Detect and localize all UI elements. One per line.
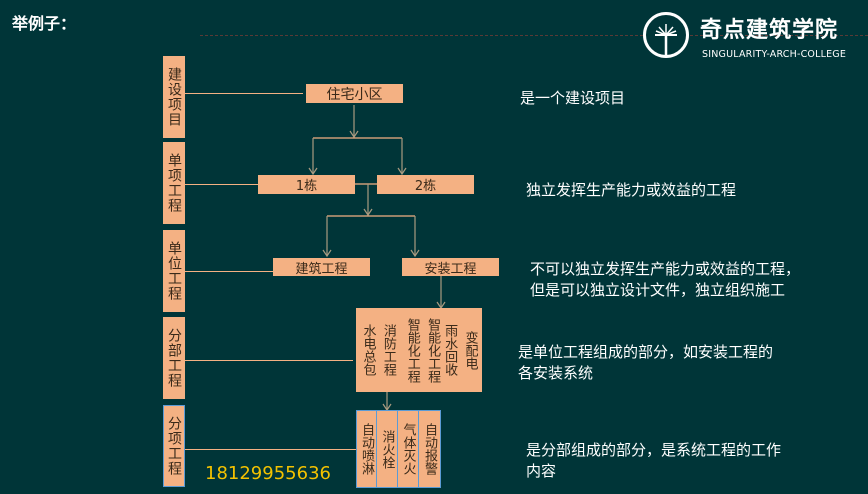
level-label-single-item: 单项工程 [163, 142, 185, 224]
subitem-sprinkler: 自动喷淋 [356, 410, 377, 488]
level-label-subitem: 分项工程 [163, 405, 185, 487]
subitem-gas-extinguishing: 气体灭火 [398, 410, 419, 488]
division-intelligent-2: 智能化工程 [425, 317, 441, 383]
dandelion-circle-icon [643, 12, 689, 58]
connector-line [185, 93, 303, 94]
division-intelligent-1: 智能化工程 [404, 317, 420, 383]
connector-line [185, 449, 356, 450]
contact-phone: 18129955636 [205, 463, 331, 484]
subitem-auto-alarm: 自动报警 [419, 410, 441, 488]
connector-line [185, 184, 258, 185]
level-label-project: 建设项目 [163, 56, 185, 138]
connector-line [185, 271, 273, 272]
node-installation-works: 安装工程 [402, 258, 499, 277]
logo-name-en: SINGULARITY-ARCH-COLLEGE [702, 49, 847, 60]
division-power-distribution: 变配电 [462, 330, 478, 370]
subitem-hydrant: 消火栓 [377, 410, 398, 488]
node-building-works: 建筑工程 [273, 258, 370, 277]
node-residential-district: 住宅小区 [306, 84, 403, 103]
header-divider [200, 35, 868, 36]
logo-name-cn: 奇点建筑学院 [700, 18, 839, 43]
desc-single-item: 独立发挥生产能力或效益的工程 [526, 181, 737, 199]
level-label-division: 分部工程 [163, 317, 185, 399]
desc-subitem: 是分部组成的部分，是系统工程的工作 内容 [526, 441, 782, 480]
division-rainwater: 雨水回收 [442, 324, 458, 376]
level-label-unit: 单位工程 [163, 230, 185, 312]
division-water-electric: 水电总包 [360, 324, 376, 376]
desc-division: 是单位工程组成的部分，如安装工程的 各安装系统 [518, 343, 774, 382]
node-building-2: 2栋 [377, 175, 474, 194]
node-subitems-group: 自动喷淋 消火栓 气体灭火 自动报警 [356, 410, 441, 488]
connector-line [185, 360, 353, 361]
desc-unit: 不可以独立发挥生产能力或效益的工程， 但是可以独立设计文件，独立组织施工 [530, 260, 801, 299]
desc-project: 是一个建设项目 [520, 89, 626, 107]
division-fire-protection: 消防工程 [380, 324, 396, 376]
node-building-1: 1栋 [258, 175, 355, 194]
node-divisions-group: 水电总包 消防工程 智能化工程 智能化工程 雨水回收 变配电 [356, 308, 482, 392]
slide-title: 举例子： [12, 14, 77, 33]
